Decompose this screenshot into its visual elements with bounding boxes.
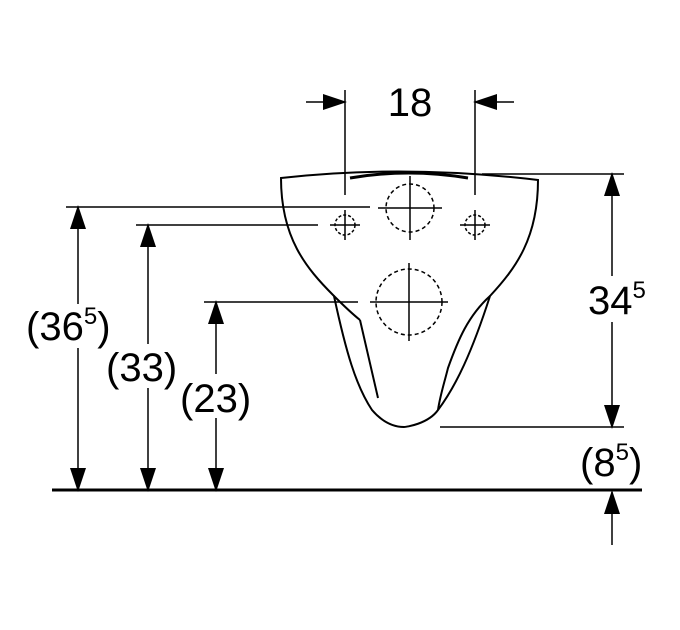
dimension-right-gap: (85)	[580, 439, 642, 545]
bowl-inner-left	[333, 295, 361, 321]
toilet-seat-top	[349, 171, 469, 180]
small-hole-right	[460, 210, 490, 240]
dimension-label-left-inner: (23)	[180, 377, 251, 421]
dimension-label-left-middle: (33)	[106, 346, 177, 390]
toilet-bowl-outer	[279, 170, 540, 429]
toilet-outline	[279, 170, 540, 429]
dimension-right-height: 345	[586, 172, 652, 429]
dimension-left-inner: (23)	[180, 300, 260, 492]
bowl-inner-right	[437, 295, 491, 411]
small-hole-left	[330, 210, 360, 240]
dimension-label-top-width: 18	[388, 81, 433, 125]
dimension-label-left-outer: (365)	[26, 303, 111, 349]
dimension-top-width: 18	[306, 81, 514, 125]
bowl-inner-left-lower	[359, 319, 379, 399]
extension-lines	[66, 90, 624, 428]
dimension-label-right-gap: (85)	[580, 439, 642, 485]
large-hole-lower	[370, 263, 448, 341]
dimension-label-right-height: 345	[588, 277, 646, 323]
dimension-left-outer: (365)	[26, 205, 122, 492]
large-hole-upper	[378, 176, 442, 240]
dimension-left-middle: (33)	[106, 223, 188, 492]
